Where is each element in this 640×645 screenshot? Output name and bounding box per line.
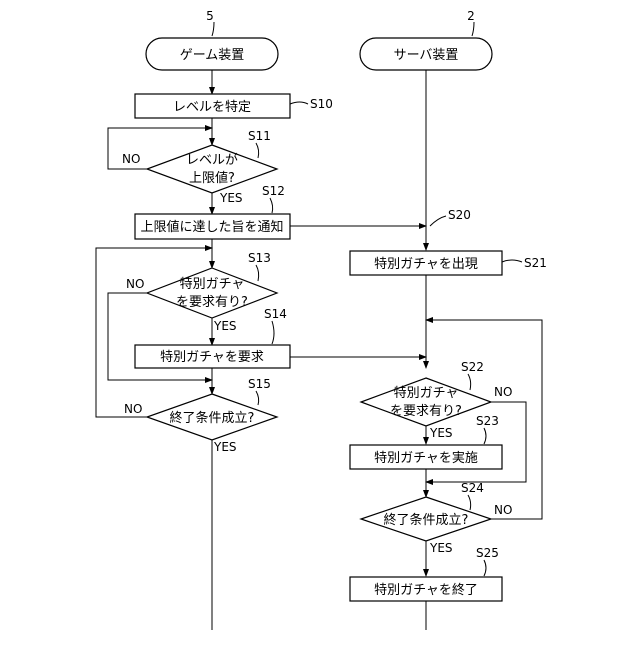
step-s21-leader: [502, 260, 522, 262]
step-s24-ref: S24: [461, 481, 484, 495]
step-s15-yes: YES: [213, 440, 237, 454]
step-s10-ref: S10: [310, 97, 333, 111]
step-s15-text: 終了条件成立?: [170, 410, 255, 426]
game-lane-ref-leader: [212, 22, 214, 36]
step-s25-text: 特別ガチャを終了: [374, 582, 478, 598]
step-s12-text: 上限値に達した旨を通知: [140, 219, 283, 235]
step-s10-leader: [290, 102, 308, 104]
step-s11-leader: [256, 143, 259, 158]
step-s15-no: NO: [124, 402, 142, 416]
step-s12-leader: [270, 198, 273, 213]
step-s25-ref: S25: [476, 546, 499, 560]
step-s25-leader: [484, 560, 486, 576]
step-s13-decision: [147, 268, 277, 318]
step-s24-no: NO: [494, 503, 512, 517]
step-s23-leader: [484, 428, 486, 444]
step-s21-ref: S21: [524, 256, 547, 270]
step-s13-ref: S13: [248, 251, 271, 265]
step-s11-ref: S11: [248, 129, 271, 143]
step-s22-line2: を要求有り?: [390, 404, 462, 419]
step-s11-no: NO: [122, 152, 140, 166]
step-s24-leader: [468, 495, 471, 510]
step-s15-ref: S15: [248, 377, 271, 391]
step-s14-leader: [272, 321, 274, 344]
step-s11-line2: 上限値?: [189, 170, 235, 186]
step-s15-leader: [256, 391, 259, 405]
step-s23-text: 特別ガチャを実施: [374, 450, 478, 466]
step-s22-yes: YES: [429, 426, 453, 440]
step-s12-ref: S12: [262, 184, 285, 198]
step-s22-ref: S22: [461, 360, 484, 374]
game-lane-ref: 5: [206, 9, 214, 23]
step-s11-line1: レベルが: [186, 153, 238, 168]
step-s13-line1: 特別ガチャ: [180, 277, 245, 292]
step-s13-leader: [256, 265, 259, 281]
step-s22-no: NO: [494, 385, 512, 399]
server-lane-ref: 2: [467, 9, 475, 23]
step-s14-ref: S14: [264, 307, 287, 321]
step-s11-yes: YES: [219, 191, 243, 205]
step-s13-line2: を要求有り?: [176, 295, 248, 310]
step-s21-text: 特別ガチャを出現: [374, 257, 478, 272]
step-s24-yes: YES: [429, 541, 453, 555]
step-s23-ref: S23: [476, 414, 499, 428]
game-lane-title: ゲーム装置: [180, 48, 245, 63]
step-s14-text: 特別ガチャを要求: [160, 350, 264, 365]
step-s22-line1: 特別ガチャ: [394, 386, 459, 401]
step-s13-yes: YES: [213, 319, 237, 333]
step-s13-no: NO: [126, 277, 144, 291]
step-s20-leader: [430, 216, 446, 226]
step-s20-ref: S20: [448, 208, 471, 222]
server-lane-ref-leader: [472, 22, 474, 36]
step-s10-text: レベルを特定: [173, 100, 251, 115]
server-lane-title: サーバ装置: [394, 48, 459, 63]
step-s15-no-loop: [96, 248, 212, 417]
step-s22-leader: [468, 374, 471, 390]
step-s24-text: 終了条件成立?: [384, 512, 469, 528]
